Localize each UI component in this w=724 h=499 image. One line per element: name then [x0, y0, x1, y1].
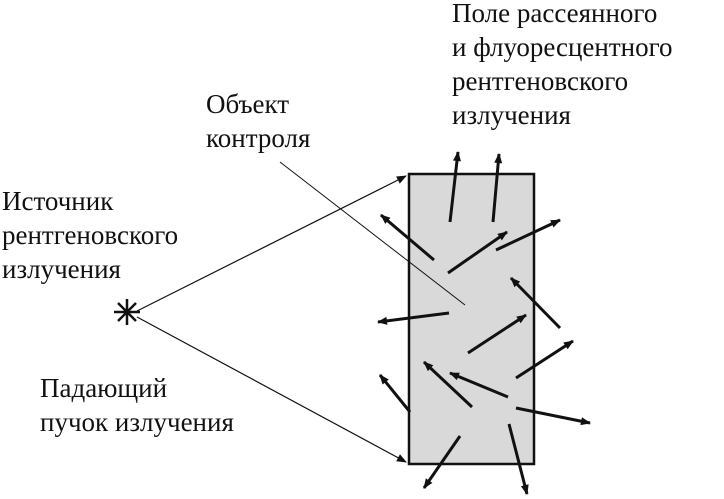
- arrow-icon: [448, 151, 461, 223]
- test-object-label: Объект контроля: [206, 87, 310, 155]
- scattered-field-label-line1: Поле рассеянного: [452, 0, 658, 28]
- object-leader-line: [279, 161, 466, 306]
- incident-beam-label-line2: пучок излучения: [40, 407, 234, 437]
- incident-beam-label: Падающий пучок излучения: [40, 371, 234, 439]
- arrow-icon: [380, 213, 435, 262]
- incident-beam-lower-arrow: [136, 316, 407, 463]
- arrow-icon: [515, 406, 591, 426]
- scattered-field-label-line4: излучения: [452, 100, 571, 130]
- test-object-label-line2: контроля: [206, 123, 311, 153]
- arrow-icon: [495, 218, 561, 252]
- asterisk-star-icon: [114, 299, 140, 325]
- arrow-icon: [447, 230, 508, 275]
- arrow-icon: [378, 374, 412, 413]
- arrow-icon: [491, 153, 503, 223]
- xray-source-label-line2: рентгеновского: [2, 220, 179, 250]
- scattered-field-label-line2: и флуоресцентного: [452, 32, 673, 62]
- xray-source-label-line1: Источник: [2, 186, 114, 216]
- arrow-icon: [422, 360, 474, 409]
- scattered-radiation-arrows: [377, 151, 591, 495]
- xray-source-label: Источник рентгеновского излучения: [2, 184, 178, 286]
- arrow-icon: [422, 435, 462, 489]
- incident-beam-upper-arrow: [136, 175, 407, 312]
- scattered-field-label: Поле рассеянного и флуоресцентного рентг…: [452, 0, 673, 132]
- arrow-icon: [507, 423, 529, 495]
- xray-source-label-line3: излучения: [2, 254, 121, 284]
- arrow-icon: [449, 371, 509, 399]
- test-object-block: [407, 172, 536, 466]
- test-object-label-line1: Объект: [206, 89, 290, 119]
- arrow-icon: [515, 339, 574, 380]
- incident-beam-label-line1: Падающий: [40, 373, 168, 403]
- scattered-field-label-line3: рентгеновского: [452, 66, 629, 96]
- arrow-icon: [509, 276, 562, 330]
- arrow-icon: [377, 311, 450, 325]
- arrow-icon: [467, 313, 527, 355]
